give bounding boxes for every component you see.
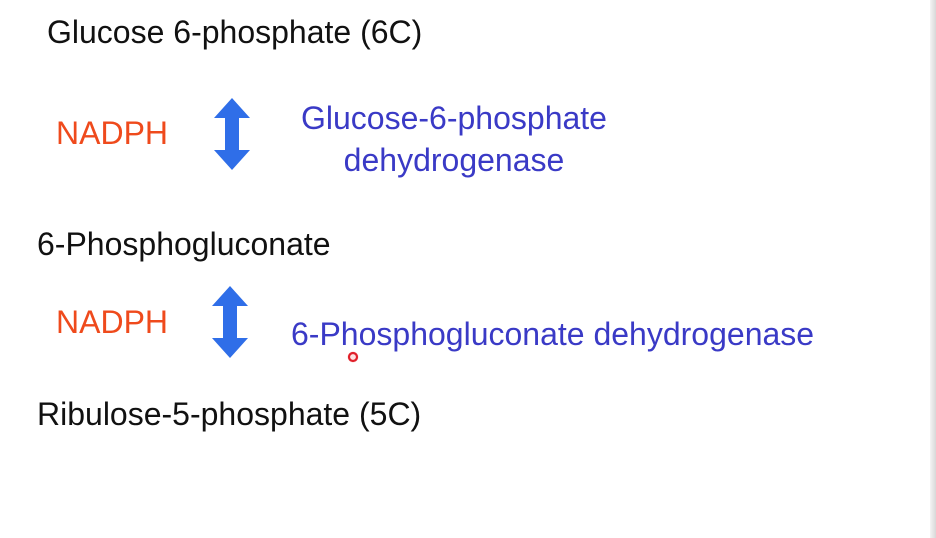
- double-headed-arrow-icon: [212, 286, 248, 358]
- laser-pointer-icon: [347, 351, 359, 363]
- metabolite-6-phosphogluconate: 6-Phosphogluconate: [37, 226, 331, 262]
- window-edge: [930, 0, 936, 538]
- cofactor-nadph-2: NADPH: [56, 304, 169, 340]
- enzyme-glucose-6-phosphate-dehydrogenase: Glucose-6-phosphate dehydrogenase: [301, 98, 607, 181]
- enzyme-6-phosphogluconate-dehydrogenase: 6-Phosphogluconate dehydrogenase: [291, 316, 815, 352]
- double-headed-arrow-icon: [214, 98, 250, 170]
- cofactor-nadph-1: NADPH: [56, 115, 169, 151]
- metabolite-glucose-6-phosphate: Glucose 6-phosphate (6C): [47, 14, 423, 50]
- enzyme-name-line-2: dehydrogenase: [343, 141, 565, 178]
- metabolite-ribulose-5-phosphate: Ribulose-5-phosphate (5C): [37, 396, 422, 432]
- enzyme-name-line-1: Glucose-6-phosphate: [301, 100, 607, 136]
